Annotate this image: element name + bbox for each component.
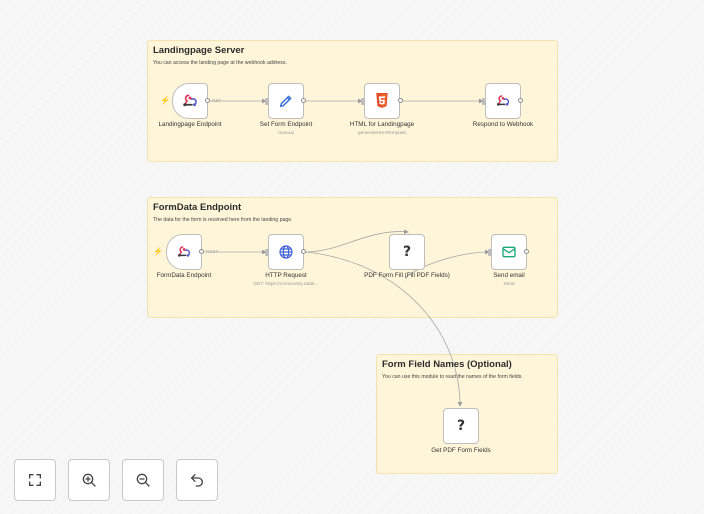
- trigger-bolt-icon: ⚡: [153, 247, 163, 256]
- node-pdf-form-fill[interactable]: ?: [389, 234, 425, 270]
- node-landingpage-endpoint[interactable]: [172, 83, 208, 119]
- output-handle[interactable]: [205, 98, 210, 103]
- sticky-formdata-endpoint[interactable]: FormData Endpoint The data for the form …: [147, 197, 558, 318]
- node-http-request[interactable]: [268, 234, 304, 270]
- sticky-title: Landingpage Server: [153, 45, 245, 56]
- node-label: Get PDF Form Fields: [431, 447, 491, 454]
- edge-http-to-getfields: [305, 251, 463, 407]
- output-handle[interactable]: [301, 98, 306, 103]
- html5-icon: [376, 93, 388, 108]
- zoom-in-button[interactable]: [68, 459, 110, 501]
- sticky-title: Form Field Names (Optional): [382, 359, 512, 370]
- node-formdata-endpoint[interactable]: [166, 234, 202, 270]
- node-sublabel: GET: https://community.addb...: [253, 282, 319, 287]
- sticky-text: The data for the form is received here f…: [153, 217, 293, 223]
- undo-icon: [191, 474, 203, 487]
- node-sublabel: generateHtmlTemplate: [357, 131, 407, 136]
- node-html-for-landingpage[interactable]: [364, 83, 400, 119]
- unknown-node-icon: ?: [456, 418, 466, 434]
- input-handle[interactable]: [265, 249, 269, 256]
- sticky-text: You can access the landing page at the w…: [153, 60, 287, 66]
- node-label: Set Form Endpoint: [259, 121, 313, 128]
- edge-label-get: GET: [212, 98, 222, 103]
- node-label: Respond to Webhook: [472, 121, 534, 128]
- edge-label-post: POST: [206, 249, 219, 254]
- node-send-email[interactable]: [491, 234, 527, 270]
- webhook-icon: [497, 95, 510, 106]
- node-label: HTML for Landingpage: [349, 121, 415, 128]
- mail-icon: [502, 246, 516, 258]
- fit-view-button[interactable]: [14, 459, 56, 501]
- input-handle[interactable]: [488, 249, 492, 256]
- globe-icon: [279, 245, 293, 259]
- input-handle[interactable]: [361, 98, 365, 105]
- edge-pdffill-to-email: [404, 249, 490, 279]
- unknown-node-icon: ?: [402, 244, 412, 260]
- edge-http-to-pdffill: [305, 229, 409, 253]
- node-label: PDF Form Fill (Fill PDF Fields): [364, 272, 450, 279]
- fullscreen-icon: [29, 474, 41, 486]
- output-handle[interactable]: [524, 249, 529, 254]
- node-label: Send email: [493, 272, 525, 279]
- node-label: Landingpage Endpoint: [158, 121, 222, 128]
- node-label: FormData Endpoint: [156, 272, 212, 279]
- node-sublabel: Send: [503, 282, 515, 287]
- node-get-pdf-form-fields[interactable]: ?: [443, 408, 479, 444]
- zoom-in-icon: [82, 473, 96, 487]
- node-respond-to-webhook[interactable]: [485, 83, 521, 119]
- output-handle[interactable]: [398, 98, 403, 103]
- sticky-title: FormData Endpoint: [153, 202, 242, 213]
- webhook-icon: [178, 246, 191, 257]
- zoom-out-button[interactable]: [122, 459, 164, 501]
- zoom-out-icon: [136, 473, 150, 487]
- node-label: HTTP Request: [265, 272, 307, 279]
- node-sublabel: manual: [278, 131, 294, 136]
- pencil-icon: [279, 95, 292, 108]
- output-handle[interactable]: [301, 249, 306, 254]
- output-handle[interactable]: [199, 249, 204, 254]
- trigger-bolt-icon: ⚡: [160, 96, 170, 105]
- output-handle[interactable]: [518, 98, 523, 103]
- input-handle[interactable]: [482, 98, 486, 105]
- webhook-icon: [183, 94, 197, 107]
- node-set-form-endpoint[interactable]: [268, 83, 304, 119]
- input-handle[interactable]: [265, 98, 269, 105]
- sticky-text: You can use this module to read the name…: [382, 374, 523, 380]
- reset-zoom-button[interactable]: [176, 459, 218, 501]
